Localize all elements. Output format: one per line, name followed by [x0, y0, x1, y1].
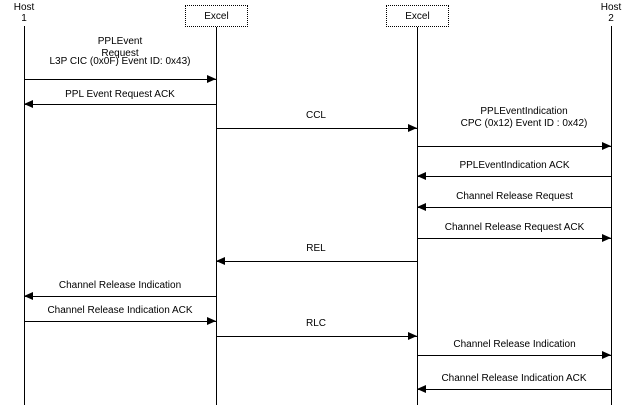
lifeline-excel1	[216, 27, 217, 405]
message-arrowhead-m5	[417, 172, 426, 180]
message-label-m9: Channel Release Indication	[58, 280, 182, 291]
message-arrowhead-m4	[602, 142, 611, 150]
actor-label-excel1: Excel	[204, 10, 229, 22]
lifeline-excel2	[417, 27, 418, 405]
message-sublabel-m1: L3P CIC (0x0F) Event ID: 0x43)	[49, 56, 191, 67]
message-line-m4	[417, 146, 611, 147]
message-line-m3	[216, 128, 417, 129]
message-arrowhead-m9	[24, 292, 33, 300]
message-label-m10: Channel Release Indication ACK	[47, 305, 193, 316]
message-arrowhead-m2	[24, 100, 33, 108]
message-arrowhead-m12	[602, 351, 611, 359]
message-line-m2	[24, 104, 216, 105]
actor-box-excel2: Excel	[386, 5, 449, 27]
message-line-m7	[417, 238, 611, 239]
message-label-m3: CCL	[305, 110, 326, 121]
message-label-m13: Channel Release Indication ACK	[441, 373, 587, 384]
message-line-m10	[24, 321, 216, 322]
message-label-m7: Channel Release Request ACK	[444, 222, 585, 233]
message-line-m6	[417, 207, 611, 208]
message-line-m12	[417, 355, 611, 356]
lifeline-host1	[24, 26, 25, 405]
message-line-m8	[216, 261, 417, 262]
message-label-m6: Channel Release Request	[456, 191, 573, 202]
actor-box-excel1: Excel	[185, 5, 248, 27]
message-line-m13	[417, 389, 611, 390]
actor-label-excel2: Excel	[405, 10, 430, 22]
message-arrowhead-m11	[408, 332, 417, 340]
message-arrowhead-m1	[207, 75, 216, 83]
message-label-m5: PPLEventIndication ACK	[459, 160, 570, 171]
message-arrowhead-m6	[417, 203, 426, 211]
message-arrowhead-m10	[207, 317, 216, 325]
message-line-m11	[216, 336, 417, 337]
message-label-m12: Channel Release Indication	[453, 339, 576, 350]
message-label-m2: PPL Event Request ACK	[65, 89, 175, 100]
message-arrowhead-m8	[216, 257, 225, 265]
message-arrowhead-m7	[602, 234, 611, 242]
message-arrowhead-m3	[408, 124, 417, 132]
message-line-m5	[417, 176, 611, 177]
message-line-m9	[24, 296, 216, 297]
lifeline-host2	[611, 26, 612, 405]
message-arrowhead-m13	[417, 385, 426, 393]
message-label-m11: RLC	[305, 318, 326, 329]
message-line-m1	[24, 79, 216, 80]
message-label-m8: REL	[306, 243, 326, 254]
